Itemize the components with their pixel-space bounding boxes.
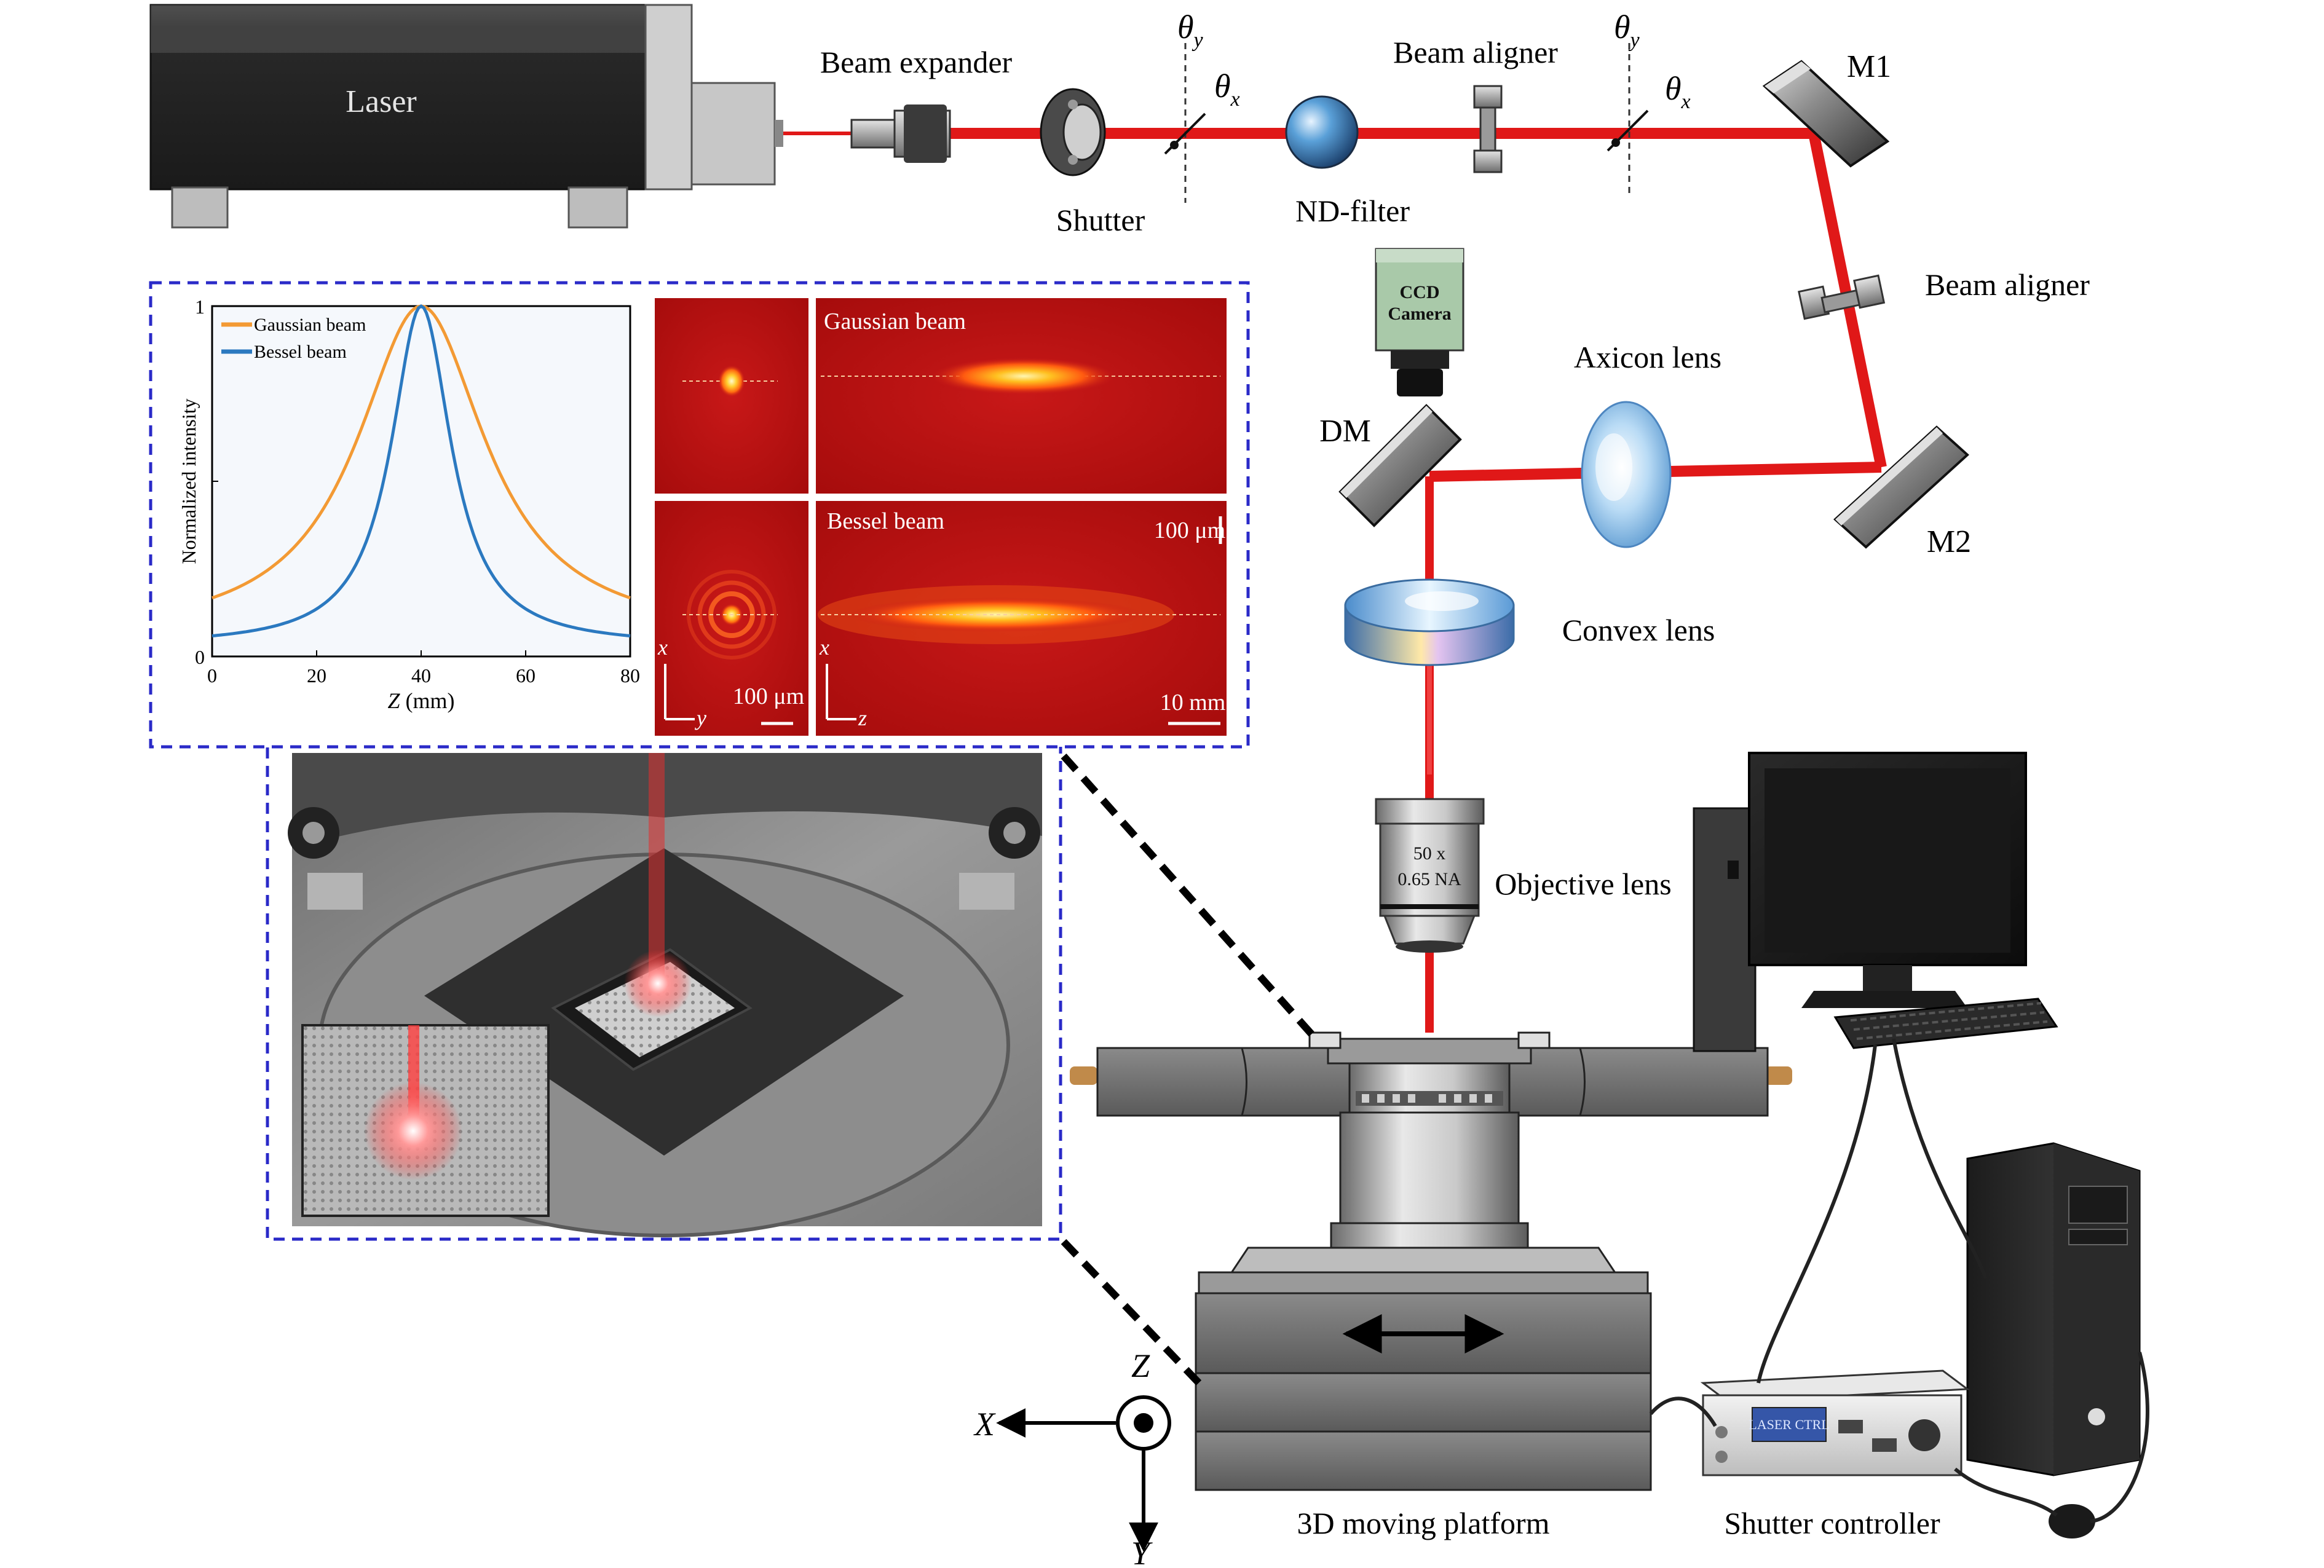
axis-x-label: X [973, 1406, 996, 1443]
convex-lens-label: Convex lens [1562, 613, 1715, 647]
closeup-photo [301, 1024, 550, 1217]
m1-label: M1 [1847, 49, 1891, 84]
cables [1649, 1038, 2149, 1523]
shutter [1040, 88, 1106, 176]
m2-label: M2 [1927, 524, 1971, 559]
bessel-cross-scale-label: 100 μm [733, 684, 804, 709]
objective-lens-label: Objective lens [1495, 867, 1671, 901]
y-tick-label: 1 [195, 296, 205, 318]
convex-lens [1344, 578, 1515, 666]
nd-filter-label: ND-filter [1295, 194, 1410, 228]
chart-legend: Gaussian beam Bessel beam [221, 315, 366, 362]
y-tick-label: 0 [195, 646, 205, 668]
theta-x-label-2: θx [1665, 70, 1691, 113]
shutter-controller: LASER CTRL [1700, 1369, 1970, 1476]
computer-tower [1966, 1142, 2141, 1476]
computer-mouse [2049, 1504, 2095, 1538]
moving-platform [1070, 1031, 1792, 1491]
beam-image-bessel-cross: x y 100 μm [655, 501, 808, 736]
beam-expander [850, 104, 951, 163]
dm-label: DM [1319, 414, 1371, 449]
beam-aligner-top [1473, 85, 1503, 173]
zoom-lines [1061, 754, 1319, 1386]
beam-image-gaussian-cross [655, 298, 808, 494]
x-tick-label: 0 [207, 664, 217, 687]
angle-marker-1: θy θx [1164, 9, 1240, 203]
theta-y-label-1: θy [1177, 9, 1204, 52]
laser-unit: Laser [149, 4, 783, 229]
computer-monitor [1693, 752, 2058, 1052]
axis-y-label: Y [1131, 1535, 1153, 1565]
bessel-long-scale-label-mm: 10 mm [1160, 690, 1226, 715]
axis-z-label: Z [1131, 1347, 1150, 1384]
beam-aligner-right-label: Beam aligner [1925, 267, 2090, 302]
bessel-cross-axis-y: y [695, 706, 706, 730]
coordinate-axes: X Y Z [973, 1347, 1171, 1568]
gaussian-beam-title: Gaussian beam [824, 309, 966, 334]
beam-image-gaussian-long: Gaussian beam [816, 298, 1227, 494]
bessel-beam-title: Bessel beam [827, 508, 944, 534]
mirror-m1 [1762, 60, 1890, 168]
legend-label-bessel: Bessel beam [254, 342, 347, 362]
dichroic-mirror [1338, 404, 1462, 527]
beam-aligner-right [1798, 274, 1886, 320]
series-line-bessel [211, 304, 631, 637]
shutter-controller-label: Shutter controller [1724, 1506, 1940, 1540]
chart-ylabel: Normalized intensity [178, 398, 200, 564]
bessel-long-scale-label: 100 μm [1154, 518, 1225, 543]
shutter-label: Shutter [1056, 203, 1145, 237]
theta-x-label-1: θx [1214, 68, 1240, 111]
beam-profile-inset-frame [149, 281, 1250, 749]
objective-mag-label: 50 x [1413, 843, 1446, 864]
laser-label: Laser [346, 84, 416, 119]
nd-filter [1285, 95, 1359, 169]
ccd-camera: CCD Camera [1375, 248, 1464, 396]
ccd-label-2: Camera [1388, 304, 1451, 324]
platform-label: 3D moving platform [1297, 1506, 1549, 1540]
chart-xlabel: Z (mm) [387, 688, 454, 713]
chart-plot-area [211, 305, 631, 658]
beam-expander-label: Beam expander [820, 45, 1013, 79]
ccd-label-1: CCD [1400, 282, 1440, 302]
bessel-long-axis-z: z [858, 706, 867, 730]
bessel-cross-axis-x: x [657, 635, 668, 660]
axicon-lens [1581, 401, 1672, 548]
x-tick-label: 80 [620, 664, 640, 687]
theta-y-label-2: θy [1614, 9, 1640, 52]
x-tick-label: 20 [307, 664, 326, 687]
objective-lens: 50 x 0.65 NA [1375, 798, 1485, 953]
bessel-long-axis-x: x [819, 635, 829, 660]
mirror-m2 [1833, 425, 1969, 549]
objective-na-label: 0.65 NA [1397, 869, 1461, 889]
x-tick-label: 40 [411, 664, 431, 687]
beam-aligner-top-label: Beam aligner [1393, 35, 1558, 69]
x-tick-label: 60 [516, 664, 536, 687]
intensity-chart: 0 20 40 60 80 0 1 Gaussian beam Bessel beam No… [178, 296, 640, 713]
legend-label-gaussian: Gaussian beam [254, 315, 366, 335]
axicon-lens-label: Axicon lens [1574, 340, 1721, 374]
angle-marker-2: θy θx [1607, 9, 1691, 197]
controller-display-text: LASER CTRL [1749, 1417, 1829, 1432]
beam-image-bessel-long: Bessel beam 100 μm x z 10 mm [816, 501, 1227, 736]
